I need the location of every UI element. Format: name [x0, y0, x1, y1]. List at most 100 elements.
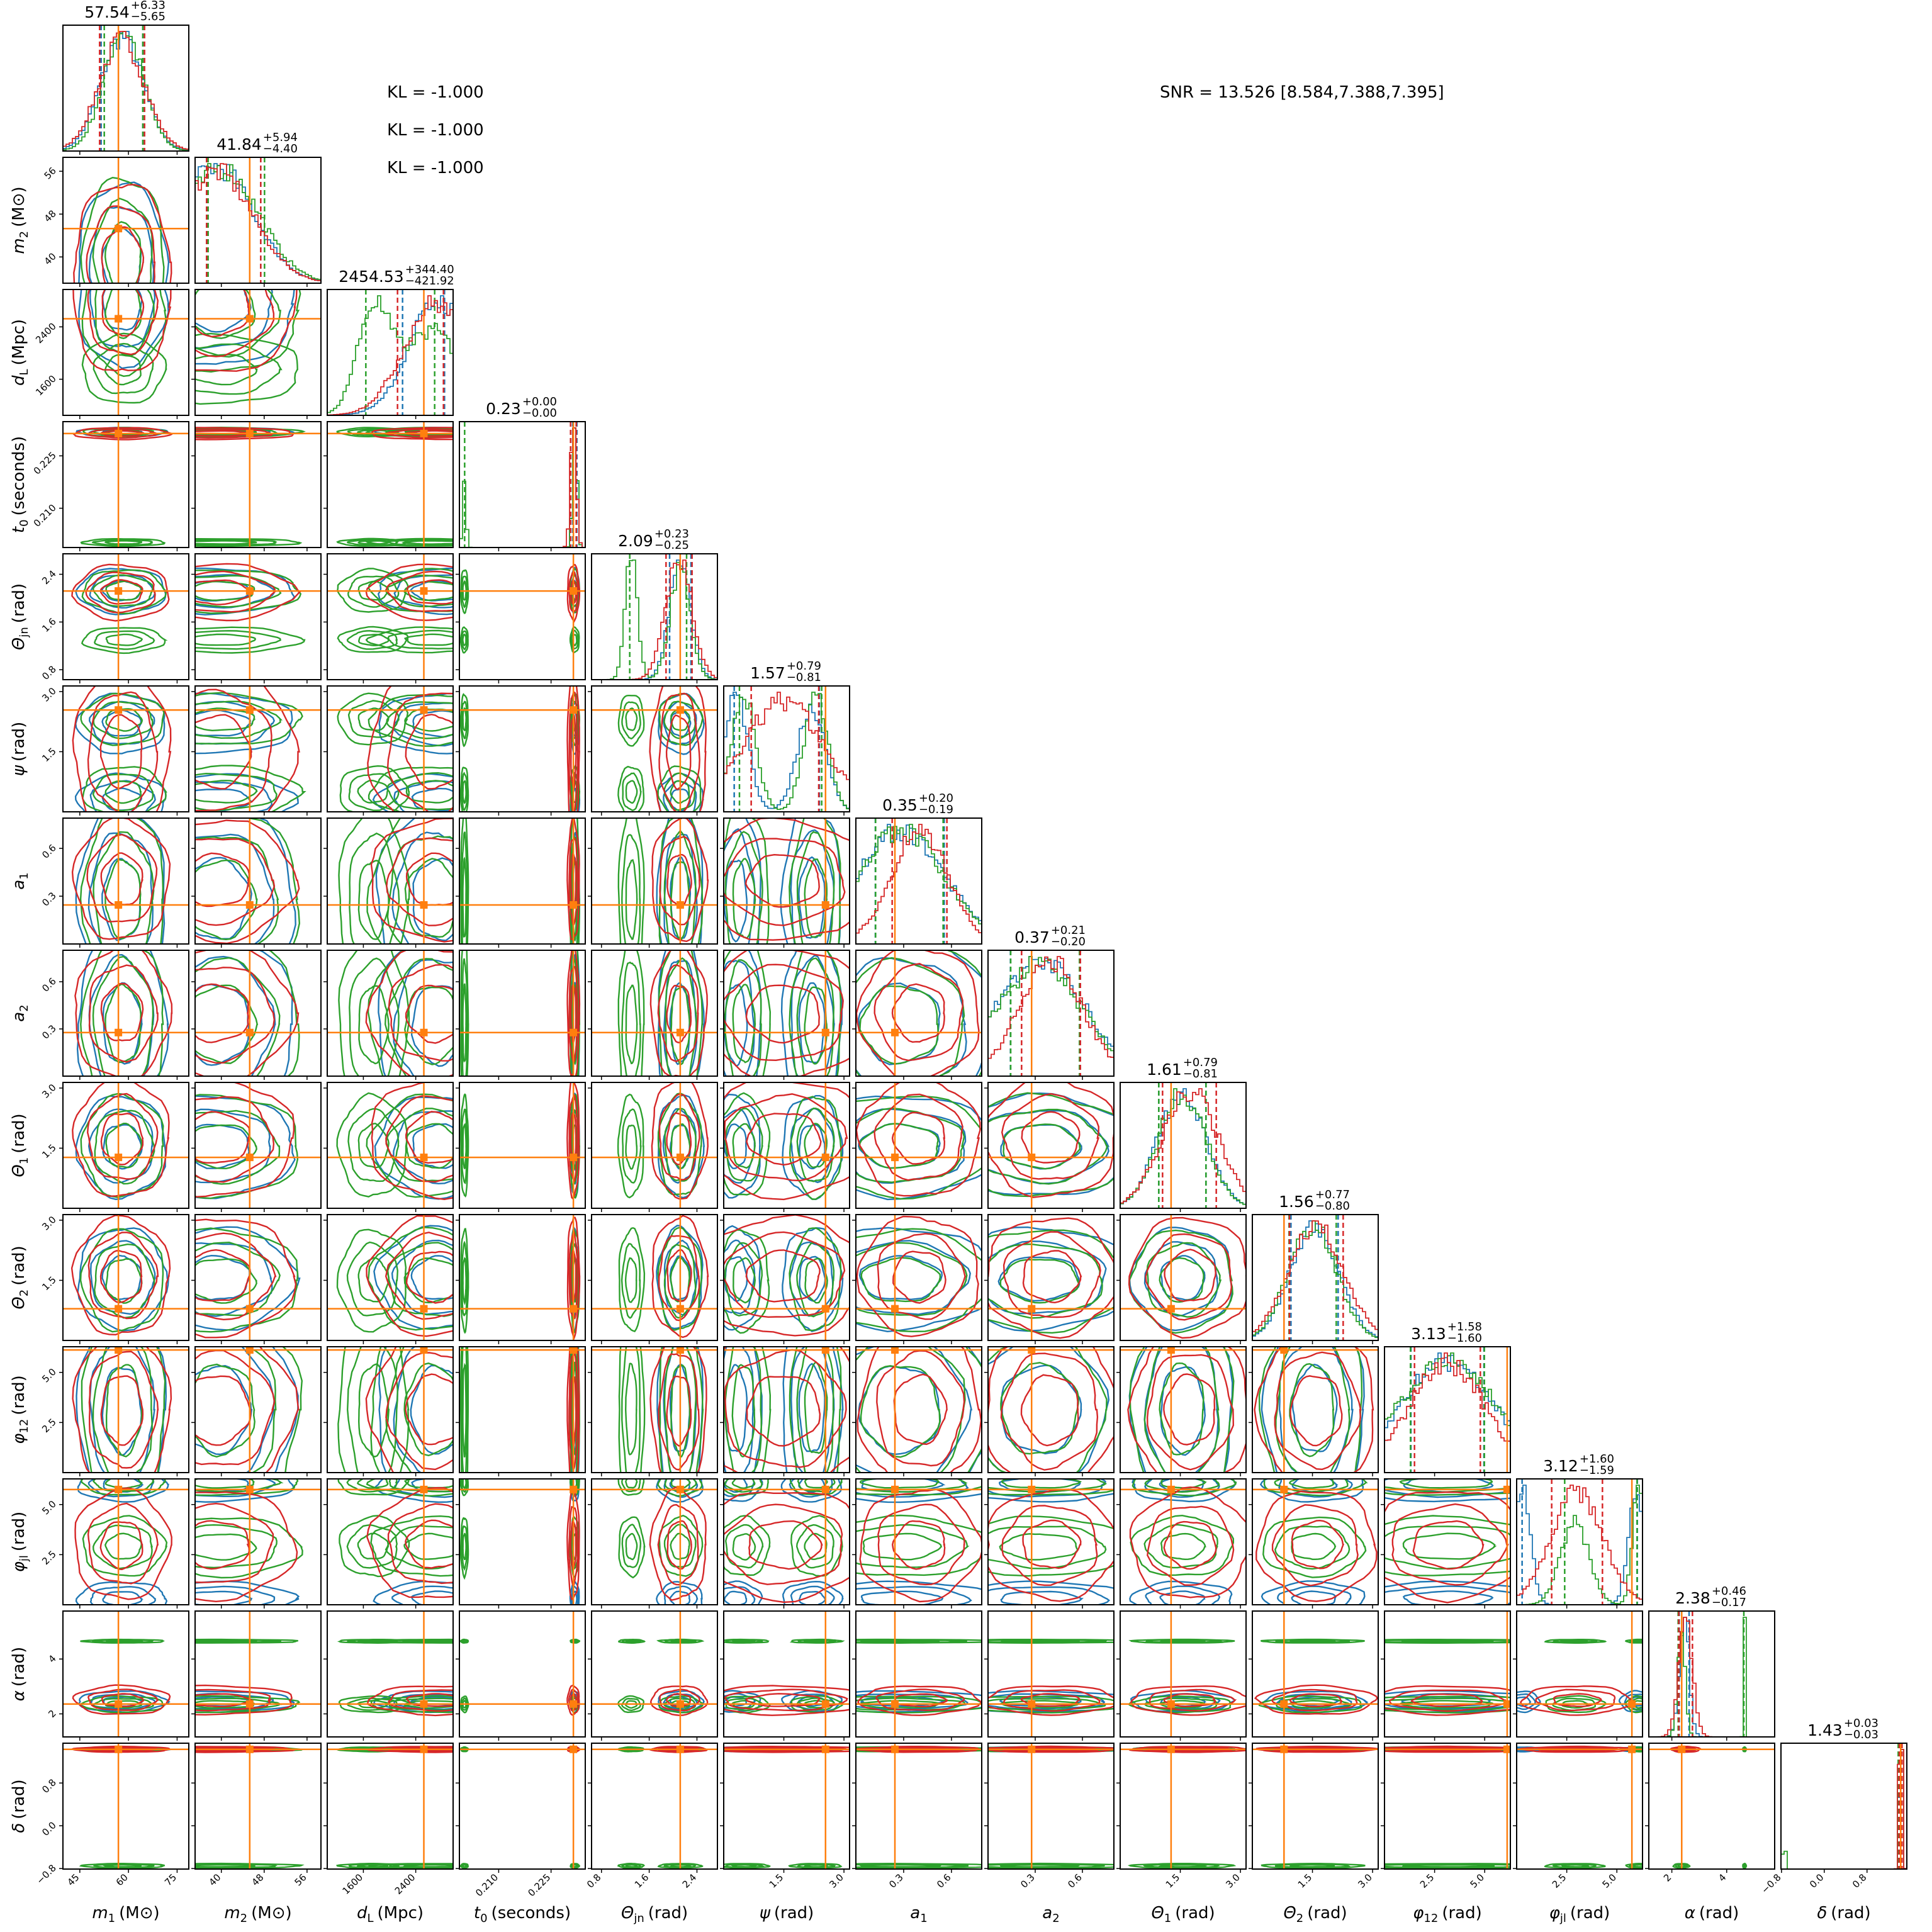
histogram-panel-10: 3.13+1.58−1.60 [1384, 1320, 1511, 1476]
contour-green [732, 1533, 756, 1561]
contour-panel-1-9 [191, 1214, 322, 1344]
contour-red [566, 1685, 580, 1716]
y-axis-label: dL(Mpc) [9, 319, 31, 386]
contour-red [745, 1249, 821, 1303]
panel-content [195, 422, 321, 548]
panel-frame [194, 1214, 322, 1341]
y-tick-label: 0.6 [40, 842, 59, 861]
contour-red [73, 184, 172, 283]
contour-panel-3-7 [456, 950, 586, 1080]
contour-green [461, 1108, 468, 1184]
contour-green [624, 1362, 637, 1456]
contour-panel-5-11 [720, 1478, 850, 1609]
title-minus: −1.60 [1447, 1332, 1482, 1345]
x-tick-label: 2.5 [1418, 1872, 1437, 1890]
panel-frame [591, 817, 718, 945]
contour-green [999, 1259, 1080, 1304]
contour-red [405, 852, 453, 906]
panel-content [592, 1611, 717, 1737]
truth-marker [1503, 1745, 1510, 1753]
truth-marker [420, 1347, 428, 1354]
contour-red [651, 818, 709, 943]
contour-green [385, 1525, 453, 1570]
contour-blue [412, 710, 453, 738]
contour-blue [195, 856, 252, 940]
title-minus: −0.81 [787, 671, 821, 684]
panel-frame [591, 685, 718, 812]
contour-green [82, 1515, 168, 1577]
contour-blue [663, 1693, 698, 1710]
contour-blue [195, 289, 252, 333]
y-tick-label: 56 [42, 165, 59, 181]
contour-green [462, 707, 467, 731]
contour-blue [392, 702, 453, 747]
contour-blue [724, 1586, 756, 1605]
panel-content [724, 1479, 850, 1605]
contour-green [625, 1479, 638, 1489]
contour-green [80, 1638, 165, 1644]
contour-blue [75, 1581, 168, 1605]
axis-label-symbol: Θ [9, 1164, 28, 1177]
contour-red [1271, 1504, 1359, 1587]
contour-red [366, 1685, 453, 1717]
contour-red [405, 1519, 453, 1569]
histogram-panel-2: 2454.53+344.40−421.92 [327, 263, 454, 419]
y-tick-label: 1.5 [40, 1142, 59, 1161]
contour-green [93, 1243, 155, 1319]
contour-red [100, 1113, 144, 1165]
contour-green [104, 221, 142, 283]
contour-panel-3-6 [456, 817, 586, 948]
contour-red [1001, 1092, 1100, 1180]
contour-green [670, 1532, 690, 1560]
title-median: 3.12 [1543, 1457, 1578, 1475]
truth-marker [245, 1028, 254, 1036]
contour-panel-0-8 [59, 1082, 189, 1212]
histogram-blue [988, 956, 1114, 1076]
contour-blue [798, 1123, 826, 1170]
contour-red [195, 838, 276, 926]
contour-green [337, 1479, 410, 1496]
panel-frame [194, 1082, 322, 1209]
title-median: 1.57 [750, 664, 785, 682]
contour-green [92, 955, 154, 1076]
y-axis-label: a1 [9, 872, 31, 889]
y-tick-label: 2.5 [40, 1416, 59, 1435]
title-plus: +1.58 [1447, 1320, 1482, 1334]
contour-red [666, 1112, 692, 1165]
contour-green [988, 1639, 1114, 1644]
contour-green [104, 780, 142, 804]
contour-red [195, 983, 249, 1043]
contour-green [357, 707, 390, 731]
panel-content [63, 1611, 189, 1737]
panel-title: 41.84 [216, 135, 262, 154]
panel-content [63, 818, 189, 944]
x-tick-label: 2 [1661, 1872, 1673, 1884]
contour-red [195, 1082, 295, 1198]
panel-frame [1120, 1743, 1247, 1870]
contour-blue [195, 984, 250, 1066]
panel-content [1384, 1743, 1510, 1869]
contour-blue [378, 692, 453, 755]
contour-green [195, 1533, 257, 1561]
panel-frame [987, 1478, 1115, 1605]
contour-red [856, 1347, 982, 1473]
contour-red [570, 1520, 577, 1570]
contour-green [459, 767, 469, 812]
contour-blue [374, 1479, 453, 1503]
contour-green [570, 1638, 581, 1644]
contour-red [566, 1486, 580, 1601]
y-tick-label: 3.0 [40, 1214, 59, 1233]
contour-green [617, 950, 645, 1076]
contour-blue [410, 1364, 453, 1455]
contour-green [1625, 1862, 1643, 1869]
histogram-red [1120, 1088, 1246, 1208]
y-tick-label: 3.0 [40, 1082, 59, 1101]
x-tick-label: 2400 [393, 1872, 418, 1897]
contour-green [856, 1697, 966, 1711]
contour-red [195, 967, 276, 1064]
y-tick-label: 40 [42, 250, 59, 267]
contour-green [1384, 1525, 1510, 1570]
x-axis-label: Θ1(rad) [1151, 1904, 1215, 1925]
panel-content [1649, 1743, 1775, 1869]
title-minus: −5.65 [131, 10, 166, 23]
